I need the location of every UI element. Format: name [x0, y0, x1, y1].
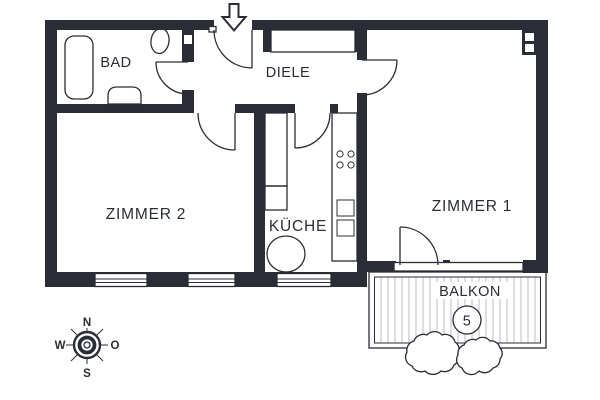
window	[187, 272, 236, 288]
compass-north-label: N	[83, 317, 91, 329]
wall-segment	[263, 30, 271, 52]
wall-segment	[45, 20, 214, 30]
wall-segment	[45, 20, 57, 287]
wall-segment	[252, 20, 548, 30]
bathroom-door	[155, 61, 189, 95]
compass-rose-icon: N O S W	[55, 317, 120, 380]
wall-segment	[357, 93, 367, 265]
windows	[94, 261, 524, 288]
room-label-zimmer2: ZIMMER 2	[106, 206, 186, 223]
window	[276, 272, 332, 288]
room-label-zimmer1: ZIMMER 1	[432, 198, 512, 215]
unit-number: 5	[463, 314, 472, 330]
compass-south-label: S	[83, 368, 91, 380]
wall-segment	[182, 90, 194, 113]
shaft-icon	[184, 35, 192, 44]
entrance-arrow-icon	[220, 3, 248, 33]
wardrobe-icon	[270, 29, 356, 53]
room-label-bad: BAD	[100, 55, 131, 71]
compass-west-label: W	[55, 340, 66, 352]
wall-segment	[182, 30, 194, 62]
bathtub-icon	[64, 35, 94, 100]
toilet-icon	[150, 27, 170, 55]
fixtures	[64, 27, 358, 273]
entrance-door	[213, 29, 253, 69]
sink-icon	[107, 86, 142, 105]
wall-segment	[355, 30, 365, 52]
kitchen-counter	[331, 112, 358, 262]
wall-segment	[536, 20, 548, 273]
door-jamb	[208, 25, 217, 33]
wall-segment	[330, 104, 338, 113]
stove-icon	[336, 150, 355, 169]
room-label-balkon: BALKON	[439, 284, 501, 300]
room-label-kueche: KÜCHE	[269, 217, 327, 235]
kitchen-sink-icon	[336, 199, 355, 237]
wall-segment	[357, 261, 396, 272]
room1-door	[361, 59, 398, 96]
balcony-inner-frame	[374, 276, 541, 344]
table-icon	[266, 235, 306, 273]
balcony-label-group: BALKON 5	[432, 282, 509, 335]
room2-door	[197, 112, 236, 151]
kitchen-door	[294, 112, 331, 149]
shrub-icon	[404, 331, 503, 376]
kitchen-counter	[264, 185, 288, 211]
unit-number-circle	[452, 305, 482, 335]
doors	[155, 29, 439, 266]
balcony-door	[399, 226, 439, 266]
kitchen-counter	[264, 112, 288, 187]
wall-segment	[254, 104, 265, 272]
shaft-icon	[522, 30, 537, 55]
window	[94, 272, 148, 288]
room-label-diele: DIELE	[266, 65, 310, 81]
wall-segment	[57, 104, 182, 113]
wall-segment	[523, 260, 548, 273]
compass-east-label: O	[111, 340, 120, 352]
balcony-window-band	[393, 261, 524, 272]
